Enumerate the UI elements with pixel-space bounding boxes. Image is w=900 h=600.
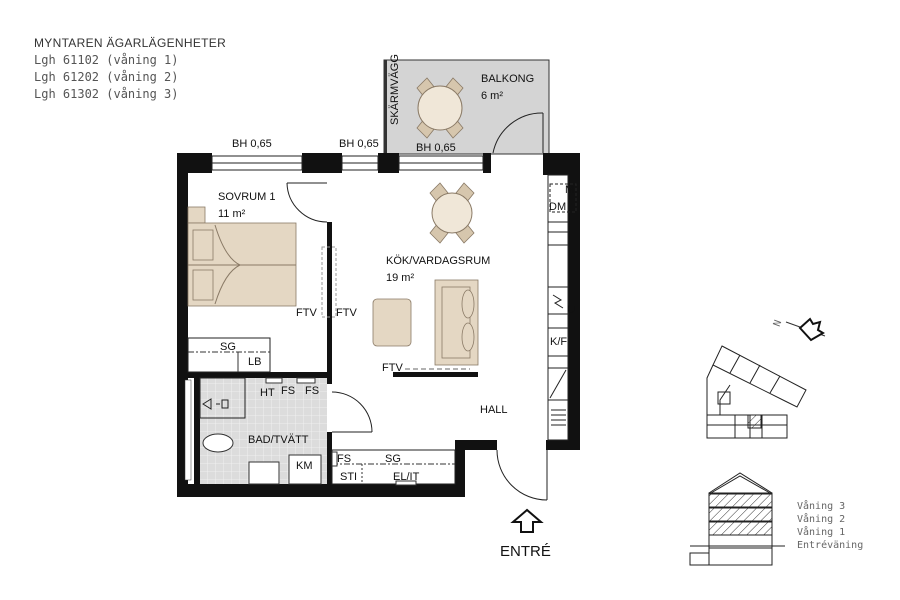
kitchen-counter (547, 174, 577, 441)
dining-set (429, 182, 475, 244)
wardrobe-label: SG (385, 453, 401, 465)
floor-3-hatch (708, 493, 773, 508)
unit-line: Lgh 61102 (våning 1) (34, 53, 179, 67)
floor-label: Entréväning (797, 539, 863, 551)
washing-machine-label: KM (296, 460, 313, 472)
toilet (202, 433, 234, 453)
floor-2-hatch (708, 507, 773, 522)
shower-head-icon (202, 398, 229, 410)
room-area: 19 m² (386, 272, 414, 284)
shower (199, 377, 246, 419)
bathroom-door (331, 391, 373, 433)
tv-outlet-label: FTV (336, 307, 357, 319)
linen-cabinet-label: LB (248, 356, 261, 368)
cleaning-closet-label: STI (340, 471, 357, 483)
coffee-table (372, 298, 412, 347)
room-name: BAD/TVÄTT (248, 434, 309, 446)
towel-dryer-label: HT (260, 387, 275, 399)
walls (177, 153, 580, 497)
sink (248, 461, 280, 485)
room-area: 6 m² (481, 90, 503, 102)
bedroom-door (286, 182, 328, 223)
room-name: HALL (480, 404, 508, 416)
north-arrow-icon: N (772, 317, 826, 342)
unit-line: Lgh 61302 (våning 3) (34, 87, 179, 101)
microwave-label: M (565, 184, 574, 196)
project-header: MYNTAREN ÄGARLÄGENHETER Lgh 61102 (vånin… (34, 35, 226, 103)
building-section (689, 472, 785, 566)
hall-closets: FS SG STI EL/IT (331, 449, 456, 486)
entrance-door (496, 449, 548, 501)
windows (211, 155, 484, 171)
electrical-closet-label: EL/IT (393, 471, 420, 483)
project-title: MYNTAREN ÄGARLÄGENHETER (34, 36, 227, 50)
nightstand (187, 206, 206, 224)
room-name: BALKONG (481, 73, 534, 85)
window-height-label: BH 0,65 (339, 138, 379, 150)
tv-outlet-label: FTV (296, 307, 317, 319)
unit-line: Lgh 61202 (våning 2) (34, 70, 179, 84)
entrance-label: ENTRÉ (500, 543, 551, 560)
floor-label: Våning 3 (797, 499, 845, 512)
balcony-door (492, 112, 544, 154)
window-height-label: BH 0,65 (232, 138, 272, 150)
bathroom: HT FS FS BAD/TVÄTT KM (184, 377, 322, 485)
wardrobe-label: SG (220, 341, 236, 353)
wardrobe-tv (321, 246, 337, 318)
wardrobe (187, 337, 271, 373)
fixture-label: FS (305, 385, 319, 397)
double-bed (187, 222, 297, 307)
balcony-dining-set (416, 77, 464, 139)
tv-outlet-label: FTV (382, 362, 403, 374)
oven-label: U (567, 304, 575, 316)
floor-1-hatch (708, 521, 773, 536)
balcony: BALKONG 6 m² SKÄRMVÄGG (383, 54, 550, 155)
bedroom: SOVRUM 1 11 m² FTV FTV SG LB (187, 182, 357, 373)
room-name: KÖK/VARDAGSRUM (386, 255, 490, 267)
floor-label: Våning 2 (797, 512, 845, 525)
dishwasher-label: DM (549, 201, 566, 213)
screen-wall-label: SKÄRMVÄGG (389, 54, 401, 125)
room-area: 11 m² (218, 208, 246, 220)
floor-label: Våning 1 (797, 525, 845, 538)
entrance-arrow-icon (510, 508, 544, 533)
sofa (434, 279, 479, 366)
fixture-label: FS (337, 453, 351, 465)
fridge-freezer-label: K/F (550, 336, 567, 348)
north-label: N (772, 319, 784, 328)
living-kitchen: KÖK/VARDAGSRUM 19 m² FTV M DM U K/F HALL (372, 174, 577, 441)
washing-machine (288, 454, 322, 485)
window-height-label: BH 0,65 (416, 142, 456, 154)
site-plan (706, 345, 807, 439)
fixture-label: FS (281, 385, 295, 397)
room-name: SOVRUM 1 (218, 191, 275, 203)
